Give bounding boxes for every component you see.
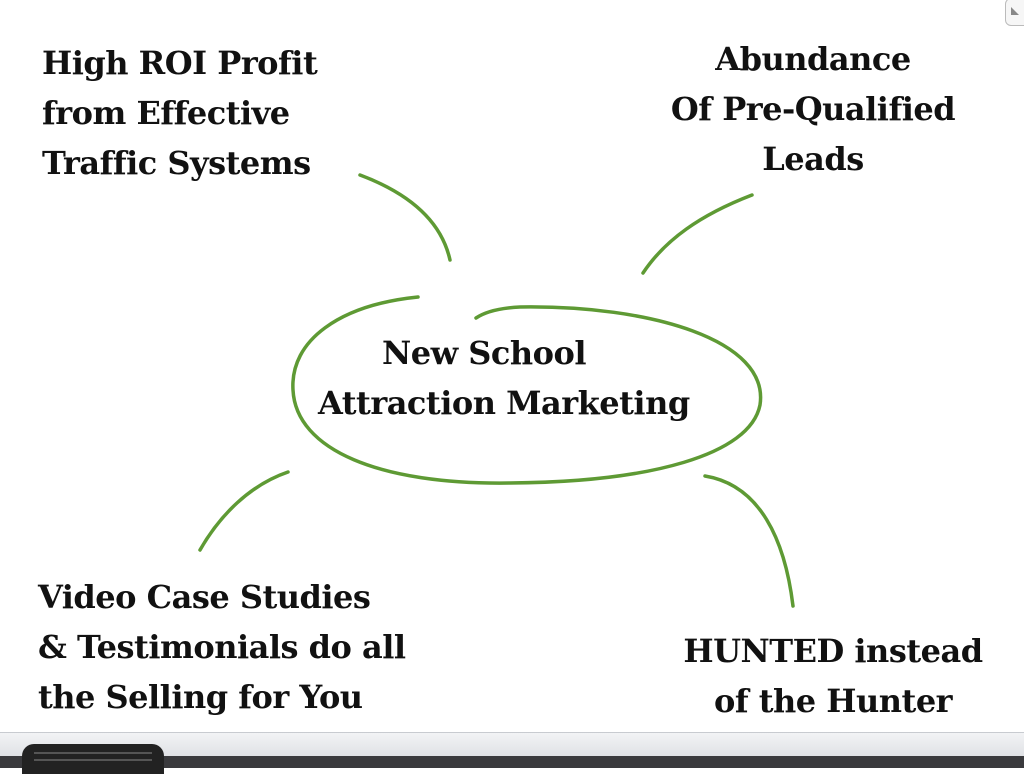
drag-handle[interactable]: [22, 744, 164, 774]
branch-line: Of Pre-Qualified: [670, 90, 956, 128]
mind-map-slide: New School Attraction Marketing High ROI…: [38, 34, 1000, 726]
connector-bottom-left: [198, 470, 290, 552]
bottom-toolbar: [0, 732, 1024, 757]
branch-bottom-left: Video Case Studies & Testimonials do all…: [38, 572, 406, 722]
center-topic-line: New School: [382, 334, 587, 372]
mind-map-strokes: [198, 173, 795, 608]
branch-line: Abundance: [715, 40, 911, 78]
branch-line: of the Hunter: [713, 682, 953, 720]
resize-corner-icon[interactable]: [1005, 0, 1024, 26]
branch-line: & Testimonials do all: [38, 628, 406, 666]
branch-bottom-right: HUNTED instead of the Hunter: [666, 626, 1000, 726]
branch-line: Leads: [762, 140, 864, 178]
connector-top-left: [358, 173, 452, 262]
branch-top-right: Abundance Of Pre-Qualified Leads: [658, 34, 968, 184]
branch-line: Video Case Studies: [38, 578, 371, 616]
connector-top-right: [641, 193, 754, 275]
branch-line: HUNTED instead: [683, 632, 983, 670]
center-topic-second: Attraction Marketing: [318, 378, 690, 428]
branch-line: from Effective: [42, 94, 290, 132]
center-ellipse: [291, 295, 763, 485]
center-topic-line: Attraction Marketing: [318, 384, 690, 422]
connector-bottom-right: [703, 474, 795, 608]
branch-line: Traffic Systems: [42, 144, 311, 182]
bottom-strip: [0, 756, 1024, 768]
center-topic: New School: [382, 328, 587, 378]
branch-line: the Selling for You: [38, 678, 363, 716]
branch-line: High ROI Profit: [42, 44, 318, 82]
branch-top-left: High ROI Profit from Effective Traffic S…: [42, 38, 318, 188]
